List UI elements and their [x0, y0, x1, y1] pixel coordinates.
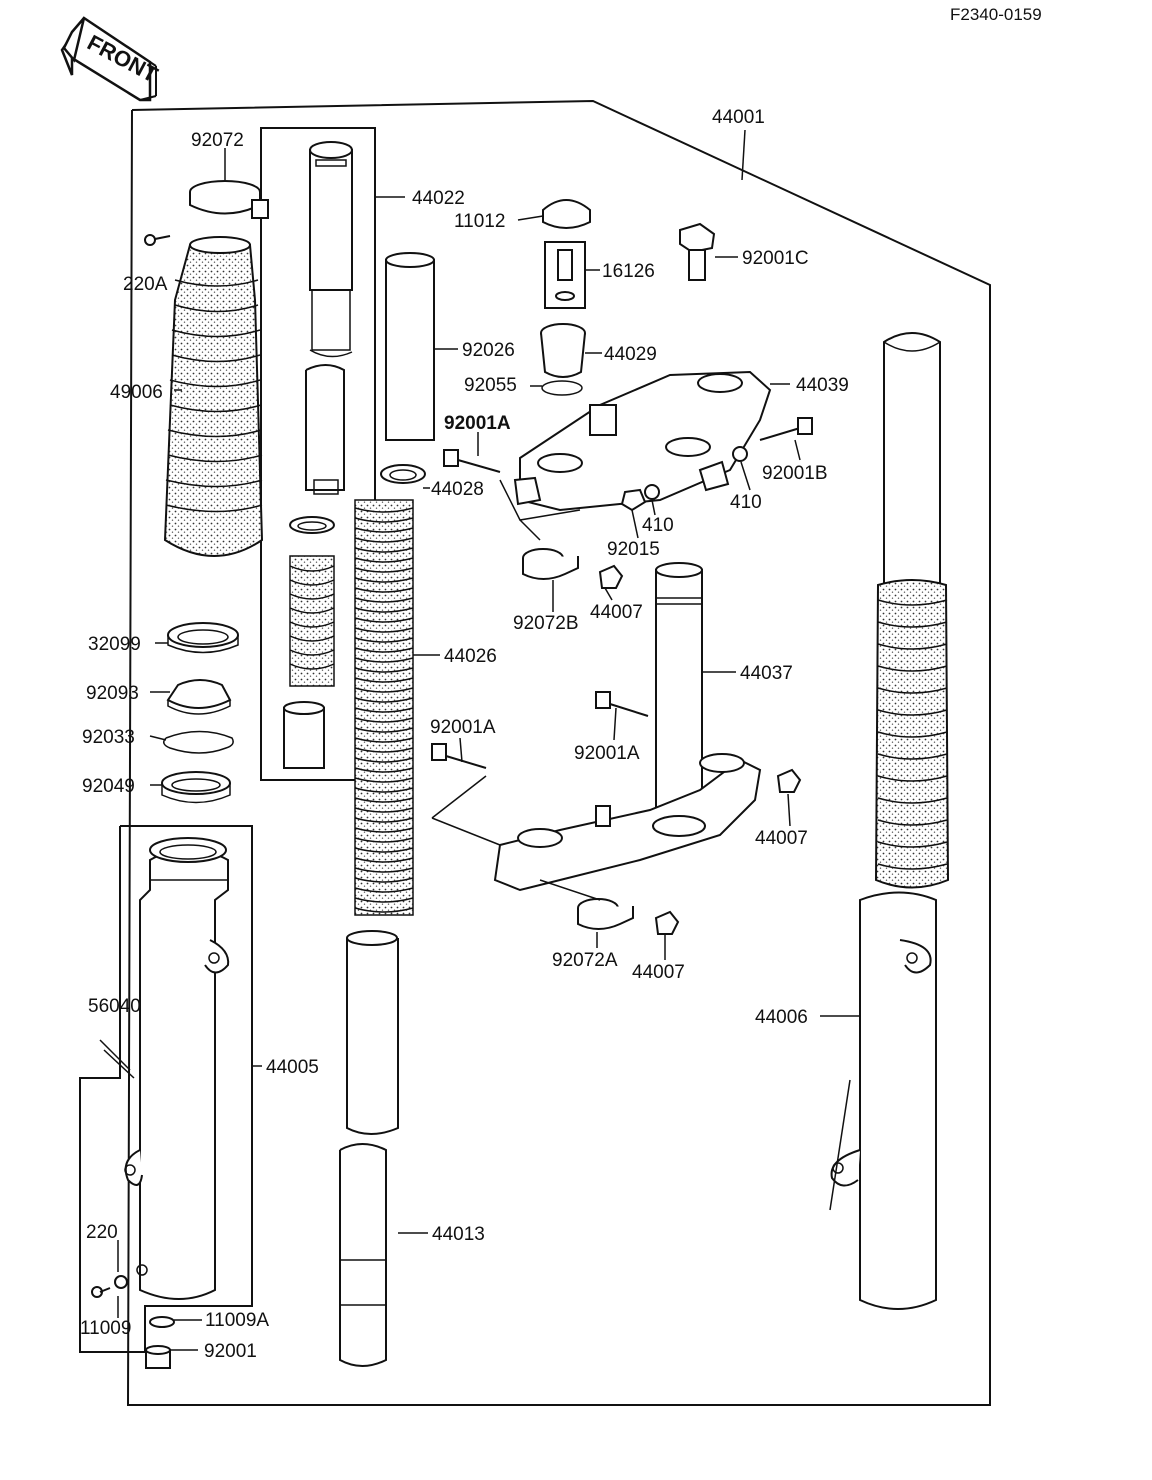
circlip-92033: [163, 730, 234, 754]
oil-seal-92049: [161, 771, 231, 804]
label-11009A: 11009A: [205, 1310, 269, 1331]
label-44029: 44029: [604, 344, 657, 365]
bolt-92001A-top: [443, 449, 501, 473]
washer-410-right: [732, 446, 748, 462]
front-arrow-icon: FRONT: [60, 16, 162, 102]
fork-boot-49006: [163, 236, 264, 557]
label-92072A: 92072A: [552, 950, 618, 971]
right-fork-44006: [829, 332, 950, 1310]
rebound-spring: [289, 555, 335, 687]
label-49006: 49006: [110, 382, 163, 403]
label-44007-top: 44007: [590, 602, 643, 623]
air-valve-box-16126: [544, 241, 586, 309]
washer-44028: [380, 464, 426, 484]
fork-spring-44026: [354, 499, 414, 916]
bolt-92001: [145, 1345, 171, 1369]
fork-cap-44029: [540, 323, 586, 378]
dust-seal-92093: [166, 679, 232, 715]
nut-44007-low: [654, 910, 680, 935]
label-92026: 92026: [462, 340, 515, 361]
oil-seal-32099: [167, 622, 239, 654]
bolt-92001A-mid: [595, 691, 649, 717]
upper-bracket-44039: [513, 370, 772, 512]
label-92001A-mid: 92001A: [574, 743, 640, 764]
o-ring-92055: [541, 380, 583, 396]
label-220A: 220A: [123, 274, 168, 295]
drain-screw-220: [91, 1240, 128, 1298]
label-92001B: 92001B: [762, 463, 828, 484]
label-44013: 44013: [432, 1224, 485, 1245]
label-92001A-low: 92001A: [430, 717, 496, 738]
label-92072B: 92072B: [513, 613, 579, 634]
cap-11012: [542, 199, 591, 229]
label-11009: 11009: [80, 1318, 131, 1339]
steering-stem-44037: [655, 562, 703, 831]
nut-44007-top: [598, 564, 624, 589]
spacer-92026: [385, 252, 435, 441]
label-44006: 44006: [755, 1007, 808, 1028]
inner-tube-44013: [339, 930, 399, 1367]
bolt-92001C: [679, 222, 716, 281]
nut-44007-mid: [776, 768, 802, 793]
washer-410-left: [644, 484, 660, 500]
label-44005: 44005: [266, 1057, 319, 1078]
label-32099: 32099: [88, 634, 141, 655]
reference-number: F2340-0159: [950, 5, 1042, 24]
clamp-92072B: [522, 548, 579, 580]
label-56040: 56040: [88, 996, 141, 1017]
label-92049: 92049: [82, 776, 135, 797]
label-410-left: 410: [642, 515, 674, 536]
label-11012: 11012: [454, 211, 505, 232]
label-92015: 92015: [607, 539, 660, 560]
label-92093: 92093: [86, 683, 139, 704]
label-44039: 44039: [796, 375, 849, 396]
oil-lock-piece: [283, 701, 325, 769]
label-92055: 92055: [464, 375, 517, 396]
nut-92015: [620, 488, 647, 512]
rebound-ring: [289, 516, 335, 534]
label-220: 220: [86, 1222, 118, 1243]
label-44022: 44022: [412, 188, 465, 209]
part-labels: 92072 220A 49006 32099 92093 92033 92049…: [80, 107, 849, 1362]
screw-220A: [144, 234, 171, 246]
washer-11009A: [149, 1316, 175, 1328]
clamp-band-92072: [189, 148, 269, 219]
label-92001C: 92001C: [742, 248, 809, 269]
bolt-92001A-low: [431, 743, 487, 769]
label-410-right: 410: [730, 492, 762, 513]
label-92072: 92072: [191, 130, 244, 151]
leader-lines: [117, 129, 860, 1351]
label-92001A-top: 92001A: [444, 413, 511, 434]
label-16126: 16126: [602, 261, 655, 282]
label-92033: 92033: [82, 727, 135, 748]
label-44037: 44037: [740, 663, 793, 684]
clamp-92072A: [577, 898, 634, 930]
label-92001: 92001: [204, 1341, 257, 1362]
damper-rod-44022: [305, 141, 353, 495]
inner-tube-box: [260, 127, 376, 781]
label-44007-mid: 44007: [755, 828, 808, 849]
label-44007-low: 44007: [632, 962, 685, 983]
lower-bracket: [493, 753, 762, 892]
bolt-92001B: [759, 417, 813, 441]
outer-tube-44005: [99, 837, 230, 1300]
label-44028: 44028: [431, 479, 484, 500]
label-44026: 44026: [444, 646, 497, 667]
assembly-outline: [126, 99, 991, 1406]
label-44001: 44001: [712, 107, 765, 128]
